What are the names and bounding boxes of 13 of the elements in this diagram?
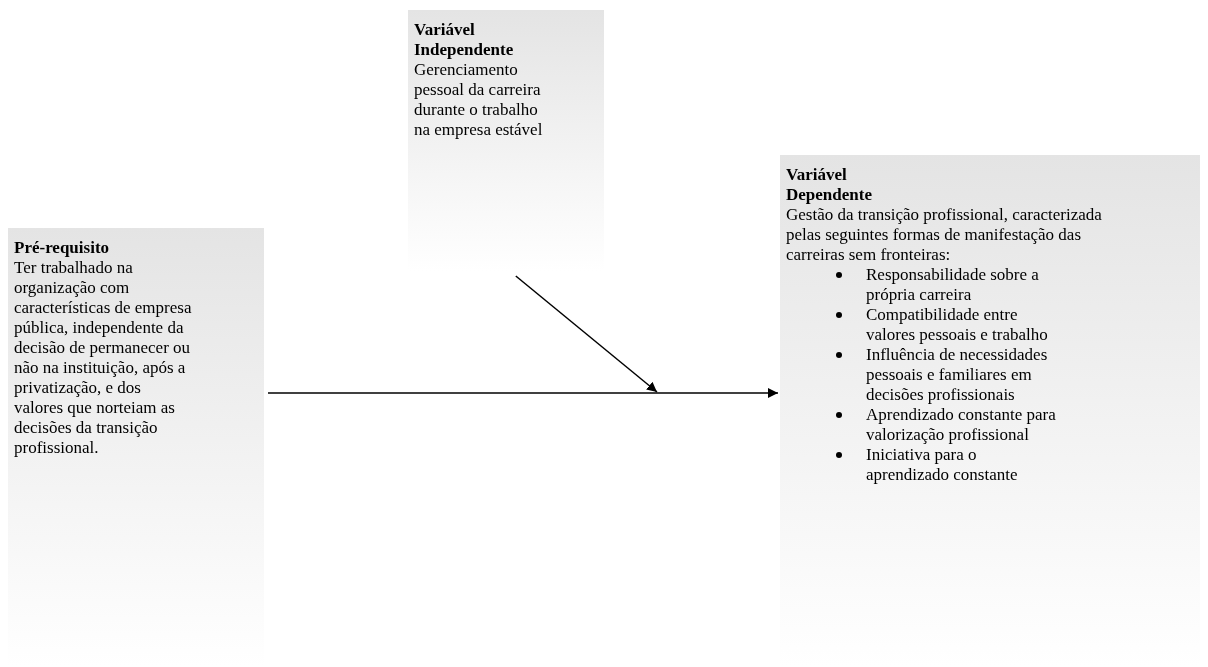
box-text: Gestão da transição profissional, caracterizada pelas seguintes formas de manifestação das carreiras sem fronteiras: (786, 205, 1103, 265)
bullet-item: Aprendizado constante para valorização profissional (866, 405, 1056, 445)
bullet-item: Compatibilidade entre valores pessoais e trabalho (866, 305, 1049, 345)
arrow (267, 388, 779, 398)
box-heading: Pré-requisito (14, 238, 111, 258)
arrow (515, 275, 658, 393)
bullet-item: Iniciativa para o aprendizado constante (866, 445, 1019, 485)
box-text: Gerenciamento pessoal da carreira durante o trabalho na empresa estável (414, 60, 544, 140)
box-heading: Variável Dependente (786, 165, 873, 205)
bullet-item: Responsabilidade sobre a própria carreira (866, 265, 1040, 305)
bullet-item: Influência de necessidades pessoais e familiares em decisões profissionais (866, 345, 1049, 405)
box-heading: Variável Independente (414, 20, 515, 60)
box-text: Ter trabalhado na organização com características de empresa pública, independente da decisão de permanecer ou não na instituição, após a privatização, e dos valores que norteiam as decisões da transição profissional. (14, 258, 193, 458)
